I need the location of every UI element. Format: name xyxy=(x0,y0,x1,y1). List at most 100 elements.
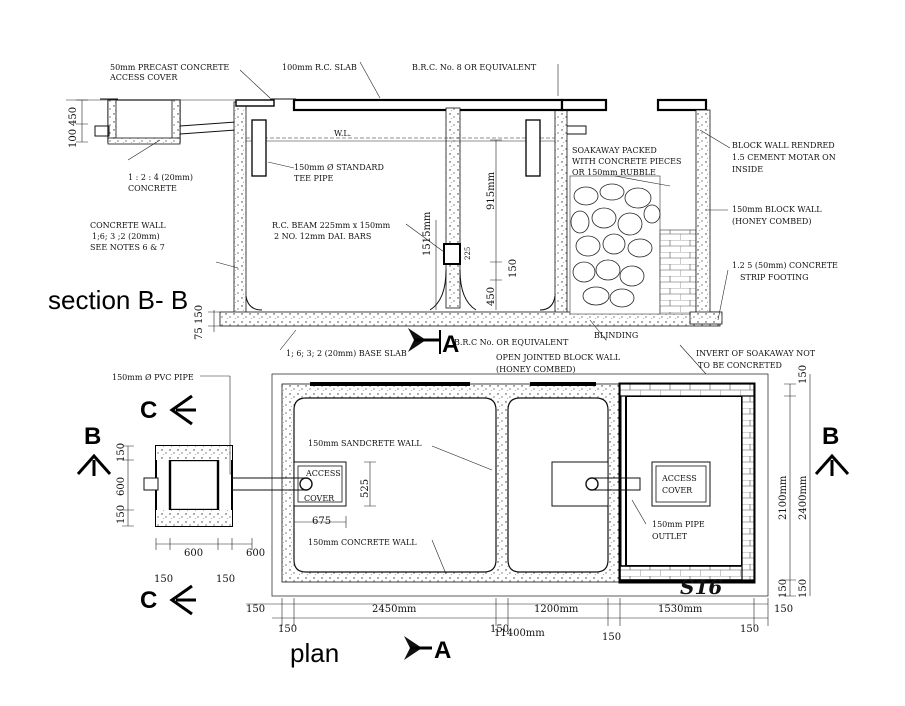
lbl-soakaway-3: OR 150mm RUBBLE xyxy=(572,168,656,177)
lbl-access-1: ACCESS xyxy=(305,469,341,478)
lbl-access-2: ACCESS xyxy=(661,474,697,483)
pvc-pipe-plan xyxy=(232,477,306,491)
marker-a-bottom-label: A xyxy=(434,637,451,664)
lbl-rc-slab: 100mm R.C. SLAB xyxy=(282,63,357,72)
plan-title: plan xyxy=(290,638,339,668)
lbl-pipe-outlet-2: OUTLET xyxy=(652,532,688,541)
section-marker-b-right: B xyxy=(814,423,850,476)
sheet-number: S16 xyxy=(680,575,722,599)
section-b-b xyxy=(66,61,731,375)
lbl-block-wall-150-2: (HONEY COMBED) xyxy=(732,217,811,226)
marker-c-bottom-label: C xyxy=(140,587,157,614)
rubble-stones xyxy=(570,183,661,308)
lbl-concrete-mix-2: CONCRETE xyxy=(128,184,177,193)
plan-dim-150-a: 150 xyxy=(116,443,127,462)
lbl-sandcrete: 150mm SANDCRETE WALL xyxy=(308,439,422,448)
lbl-pipe-outlet: 150mm PIPE xyxy=(652,520,705,529)
plan-dim-2100: 2100mm xyxy=(778,475,789,520)
access-cover-mid xyxy=(551,461,609,507)
precast-cover-left xyxy=(235,99,275,107)
outlet-pipe xyxy=(567,125,587,135)
lbl-invert-2: TO BE CONCRETED xyxy=(698,361,782,370)
inlet-chamber xyxy=(107,99,181,143)
lbl-open-jointed-2: (HONEY COMBED) xyxy=(496,365,575,374)
plan-dim-150-h: 150 xyxy=(602,632,621,643)
chamber-1 xyxy=(293,397,497,573)
lbl-concrete-wall-2: 1;6; 3 ;2 (20mm) xyxy=(92,232,160,241)
plan-dim-150-j: 150 xyxy=(774,604,793,615)
rc-slab-right xyxy=(560,98,608,112)
lbl-concrete-wall-plan: 150mm CONCRETE WALL xyxy=(308,538,417,547)
plan-dim-525: 525 xyxy=(360,479,371,498)
inlet-base xyxy=(107,137,181,145)
plan-dim-1200: 1200mm xyxy=(534,604,579,615)
plan-dim-600-left: 600 xyxy=(116,477,127,496)
lbl-concrete-mix: 1 : 2 : 4 (20mm) xyxy=(128,173,193,182)
tank-wall-mid xyxy=(554,101,568,315)
lbl-base-slab: 1; 6; 3; 2 (20mm) BASE SLAB xyxy=(286,349,407,358)
plan-dim-1530: 1530mm xyxy=(658,604,703,615)
lbl-strip-footing: 1.2 5 (50mm) CONCRETE xyxy=(732,261,838,270)
lbl-block-wall-rendered-3: INSIDE xyxy=(732,165,763,174)
plan-dim-150-m: 150 xyxy=(778,579,789,598)
section-marker-c-bottom: C xyxy=(140,584,196,616)
dim-75: 75 xyxy=(194,327,205,340)
plan-dim-11400: 11400mm xyxy=(494,628,545,639)
dim-1515: 1515mm xyxy=(422,211,433,256)
block-wall-right xyxy=(695,109,711,315)
plan-dim-150-l: 150 xyxy=(798,579,809,598)
rc-slab-far-right xyxy=(656,98,708,112)
dim-225: 225 xyxy=(464,247,472,260)
rc-slab xyxy=(292,98,564,112)
dim-lines-left xyxy=(76,99,88,143)
marker-a-top-label: A xyxy=(442,331,459,358)
lbl-rc-beam-2: 2 NO. 12mm DAI. BARS xyxy=(274,232,371,241)
section-marker-c-top: C xyxy=(140,394,196,426)
partition-fillet xyxy=(429,269,477,311)
tank-fillets xyxy=(245,295,556,311)
section-marker-a-top: A xyxy=(408,328,459,358)
plan-dim-150-d: 150 xyxy=(216,574,235,585)
lbl-rc-beam: R.C. BEAM 225mm x 150mm xyxy=(272,221,391,230)
plan-outline xyxy=(271,373,769,597)
lbl-blinding: BLINDING xyxy=(594,331,638,340)
lbl-brc-top: B.R.C. No. 8 OR EQUIVALENT xyxy=(412,63,537,72)
lbl-concrete-wall-3: SEE NOTES 6 & 7 xyxy=(90,243,165,252)
lbl-strip-footing-2: STRIP FOOTING xyxy=(740,273,808,282)
lbl-tee-pipe-2: TEE PIPE xyxy=(294,174,333,183)
honeycomb-block xyxy=(659,229,697,315)
plan-dim-675: 675 xyxy=(312,516,331,527)
lbl-wl: W.L. xyxy=(334,129,351,138)
lbl-open-jointed: OPEN JOINTED BLOCK WALL xyxy=(496,353,621,362)
plan-texts: 150mm Ø PVC PIPE 150mm SANDCRETE WALL 15… xyxy=(112,365,809,643)
plan-view xyxy=(122,373,811,626)
lbl-block-wall-150: 150mm BLOCK WALL xyxy=(732,205,822,214)
lbl-brc-bottom: B.R.C No. OR EQUIVALENT xyxy=(454,338,569,347)
plan-dim-2400: 2400mm xyxy=(798,475,809,520)
access-cover-2 xyxy=(651,461,711,507)
plan-dim-150-i: 150 xyxy=(740,624,759,635)
plan-dim-150-b: 150 xyxy=(116,505,127,524)
lbl-soakaway-2: WITH CONCRETE PIECES xyxy=(572,157,681,166)
dim-100: 100 xyxy=(68,129,79,148)
plan-dim-150-f: 150 xyxy=(278,624,297,635)
tank-wall-left xyxy=(233,101,247,315)
tee-pipe-1 xyxy=(251,119,267,177)
dim-lines-mid xyxy=(490,139,502,310)
rc-beam xyxy=(443,243,461,265)
plan-dim-150-e: 150 xyxy=(246,604,265,615)
lbl-invert: INVERT OF SOAKAWAY NOT xyxy=(696,349,816,358)
marker-b-right-label: B xyxy=(822,423,839,450)
dim-150b: 150 xyxy=(194,305,205,324)
inlet-pipe-stub xyxy=(94,125,110,137)
dim-450: 450 xyxy=(68,107,79,126)
section-marker-a-bottom: A xyxy=(404,636,451,664)
plan-dim-600-bot: 600 xyxy=(184,548,203,559)
section-marker-b-left: B xyxy=(76,423,112,476)
marker-b-left-label: B xyxy=(84,423,101,450)
inlet-pipe xyxy=(179,121,237,135)
lbl-block-wall-rendered: BLOCK WALL RENDRED xyxy=(732,141,835,150)
section-title: section B- B xyxy=(48,285,188,315)
strip-footing xyxy=(689,311,723,325)
